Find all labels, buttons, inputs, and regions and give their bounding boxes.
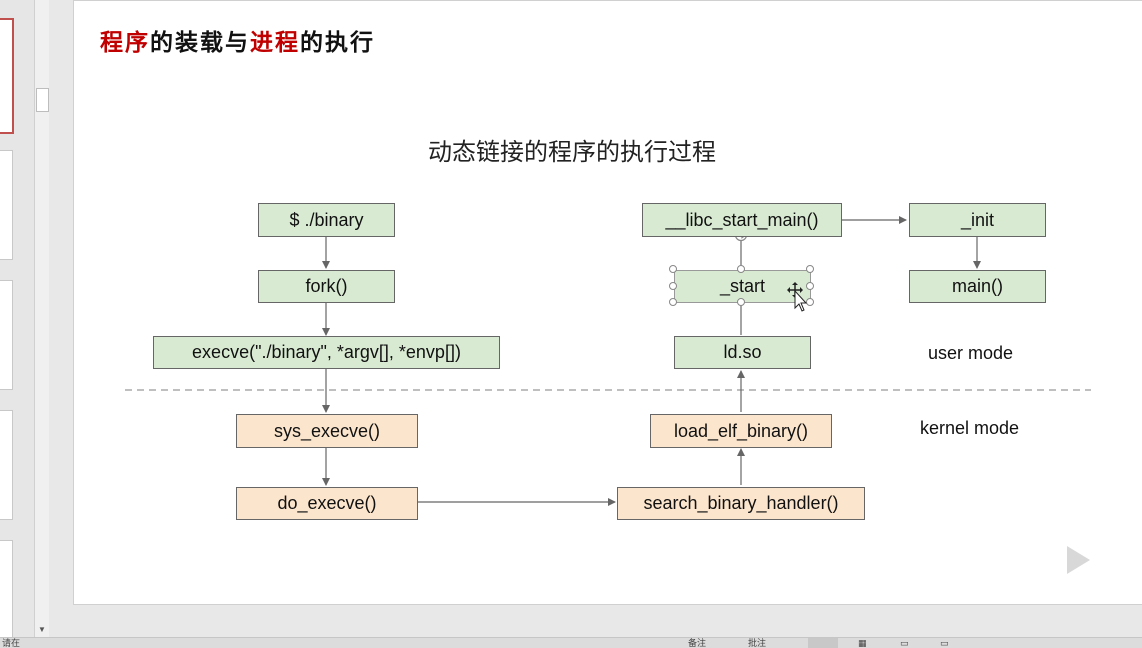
box-libc-start-main[interactable]: __libc_start_main() bbox=[642, 203, 842, 237]
box-run-binary[interactable]: $ ./binary bbox=[258, 203, 395, 237]
box-sys-execve[interactable]: sys_execve() bbox=[236, 414, 418, 448]
resize-handle[interactable] bbox=[737, 298, 745, 306]
slide-canvas[interactable]: 程序的装载与进程的执行 动态链接的程序的执行过程 $ ./binary fork… bbox=[73, 0, 1142, 605]
box-load-elf-binary[interactable]: load_elf_binary() bbox=[650, 414, 832, 448]
box-start-selected[interactable]: _start bbox=[674, 270, 811, 303]
title-part-execution: 的执行 bbox=[300, 29, 375, 56]
box-init[interactable]: _init bbox=[909, 203, 1046, 237]
play-video-icon[interactable] bbox=[1034, 516, 1116, 591]
slideshow-view-icon[interactable]: ▭ bbox=[940, 638, 949, 648]
resize-handle[interactable] bbox=[669, 265, 677, 273]
box-do-execve[interactable]: do_execve() bbox=[236, 487, 418, 520]
resize-handle[interactable] bbox=[669, 282, 677, 290]
box-main[interactable]: main() bbox=[909, 270, 1046, 303]
slide-thumbnail[interactable] bbox=[0, 540, 13, 639]
resize-handle[interactable] bbox=[806, 298, 814, 306]
reading-view-icon[interactable]: ▭ bbox=[900, 638, 909, 648]
box-search-binary-handler[interactable]: search_binary_handler() bbox=[617, 487, 865, 520]
slide-thumbnail[interactable] bbox=[0, 280, 13, 390]
slide-thumbnail-current[interactable] bbox=[0, 18, 14, 134]
resize-handle[interactable] bbox=[669, 298, 677, 306]
move-cursor-icon bbox=[787, 282, 808, 312]
notes-button[interactable]: 备注 bbox=[688, 638, 707, 648]
slide-thumbnail-pane bbox=[0, 0, 34, 639]
normal-view-button[interactable] bbox=[808, 638, 838, 648]
slide-title: 程序的装载与进程的执行 bbox=[100, 23, 375, 57]
comments-button[interactable]: 批注 bbox=[748, 638, 767, 648]
slide-sorter-view-icon[interactable]: ▦ bbox=[858, 638, 867, 648]
slide-thumbnail[interactable] bbox=[0, 150, 13, 260]
resize-handle[interactable] bbox=[737, 265, 745, 273]
title-part-program: 程序 bbox=[100, 29, 150, 56]
scrollbar-thumb[interactable] bbox=[36, 88, 49, 112]
title-part-process: 进程 bbox=[250, 29, 300, 56]
thumbnail-scrollbar[interactable]: ▼ bbox=[34, 0, 49, 637]
box-execve[interactable]: execve("./binary", *argv[], *envp[]) bbox=[153, 336, 500, 369]
resize-handle[interactable] bbox=[806, 265, 814, 273]
scroll-down-arrow-icon[interactable]: ▼ bbox=[38, 625, 46, 634]
status-bar: 请在 备注 批注 ▦ ▭ ▭ bbox=[0, 637, 1142, 648]
user-mode-label: user mode bbox=[928, 343, 1014, 363]
slide-thumbnail[interactable] bbox=[0, 410, 13, 520]
box-fork[interactable]: fork() bbox=[258, 270, 395, 303]
title-part-loading: 的装载与 bbox=[150, 29, 250, 56]
diagram-heading: 动态链接的程序的执行过程 bbox=[428, 139, 716, 166]
status-left-text: 请在 bbox=[2, 638, 21, 648]
resize-handle[interactable] bbox=[806, 282, 814, 290]
box-ld-so[interactable]: ld.so bbox=[674, 336, 811, 369]
kernel-mode-label: kernel mode bbox=[920, 418, 1020, 438]
